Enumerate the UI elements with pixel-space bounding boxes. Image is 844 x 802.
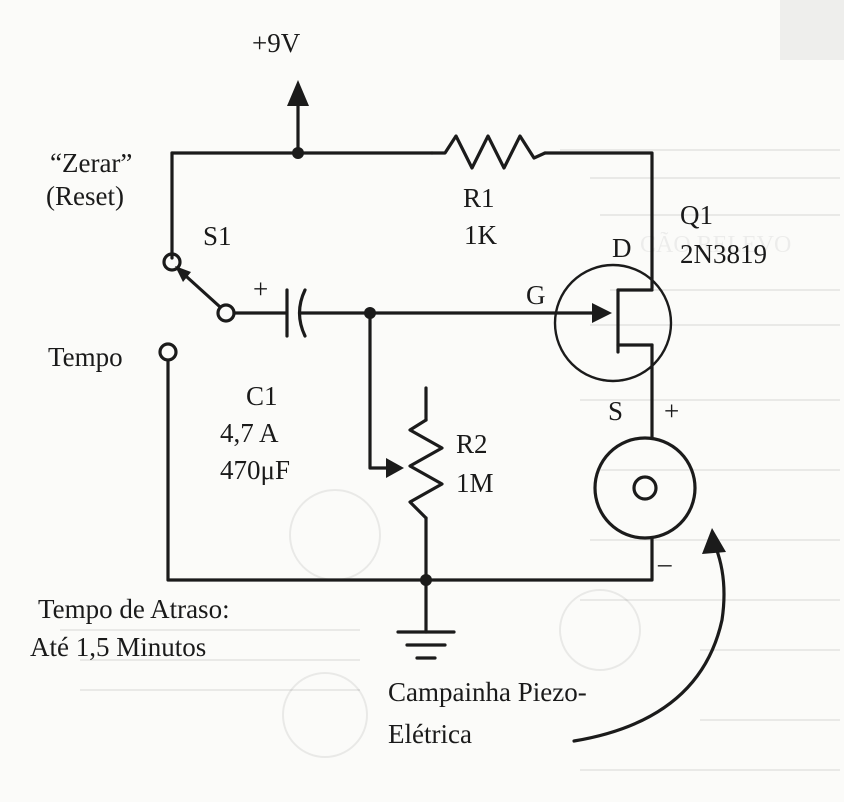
buzzer-label-line1: Campainha Piezo- [388,677,587,707]
q1-body [553,263,673,383]
reset-label-pt: “Zerar” [50,148,132,178]
buzzer-outer [593,436,697,540]
c1-name-label: C1 [246,381,278,411]
r1-value-label: 1K [464,220,498,250]
reset-label-en: (Reset) [46,181,124,211]
ground-icon [396,630,456,660]
c1-value-label: 470μF [220,455,290,485]
delay-label-line1: Tempo de Atraso: [38,594,230,624]
r2-name-label: R2 [456,429,488,459]
wires [166,98,654,634]
r2-wiper-arrow-icon [386,458,404,478]
junction-supply [292,147,304,159]
delay-label-line2: Até 1,5 Minutos [30,632,206,662]
q1-jfet [553,263,673,383]
bottom-rail-wire [166,360,654,582]
buzzer-label-line2: Elétrica [388,719,472,749]
buzzer-plus-label: + [664,396,679,426]
r2-value-label: 1M [456,468,494,498]
tempo-label: Tempo [48,342,123,372]
junction-ground-node [420,574,432,586]
buzzer-minus-label: – [657,548,672,578]
s1-tempo-contact [158,342,178,362]
source-label: S [608,396,623,426]
s1-switch [158,252,236,362]
s1-reset-contact [162,252,182,272]
c1-capacitor [285,288,307,338]
r1-to-drain-wire [543,151,654,290]
drain-label: D [612,233,632,263]
buzzer-inner [632,475,658,501]
s1-pole-contact [216,303,236,323]
r1-name-label: R1 [463,183,495,213]
q1-part-label: 2N3819 [680,239,767,269]
c1-voltage-label: 4,7 A [220,418,279,448]
q1-name-label: Q1 [680,200,713,230]
junction-gate-node [364,307,376,319]
buzzer-pointer-arrow-icon [702,528,726,554]
bleed-text: CÃO RELEVO [640,232,791,258]
buzzer-pointer-curve [572,546,726,743]
piezo-buzzer [593,436,697,540]
s1-lever-arrow-icon [175,266,191,282]
c1-plus-label: + [253,274,268,304]
r1-resistor [430,134,547,170]
node-to-wiper-wire [368,311,394,470]
supply-arrow-icon [287,80,309,106]
r2-potentiometer [386,418,444,520]
gate-label: G [526,280,546,310]
q1-gate-arrow-icon [592,303,612,323]
s1-label: S1 [203,221,232,251]
supply-label: +9V [252,28,301,58]
